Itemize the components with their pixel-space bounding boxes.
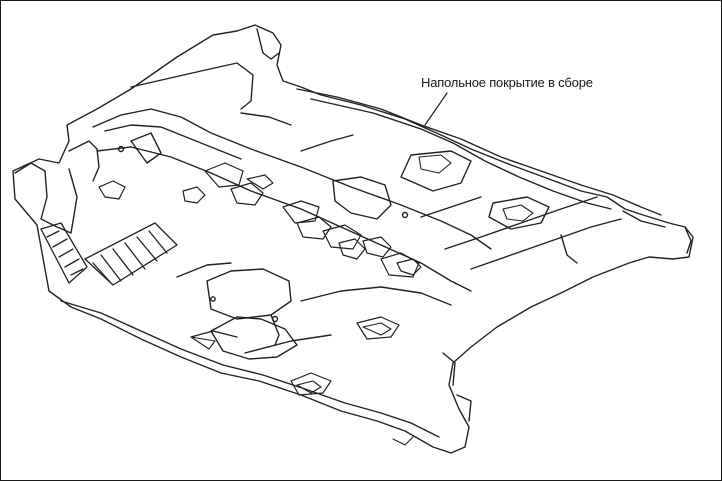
- rear-edge-rim: [296, 88, 662, 216]
- carpet-outline: [12, 24, 694, 454]
- tunnel-cutouts: [98, 162, 422, 278]
- front-footwell: [206, 268, 292, 320]
- left-side-panel: [14, 162, 78, 234]
- rear-riser: [130, 62, 254, 110]
- heel-pad: [40, 222, 178, 286]
- center-tunnel: [92, 108, 492, 250]
- front-edge-rim: [60, 300, 440, 438]
- callout-label-floor-covering: Напольное покрытие в сборе: [421, 75, 593, 90]
- callout-leader: [424, 92, 448, 126]
- rear-footwell: [400, 150, 472, 192]
